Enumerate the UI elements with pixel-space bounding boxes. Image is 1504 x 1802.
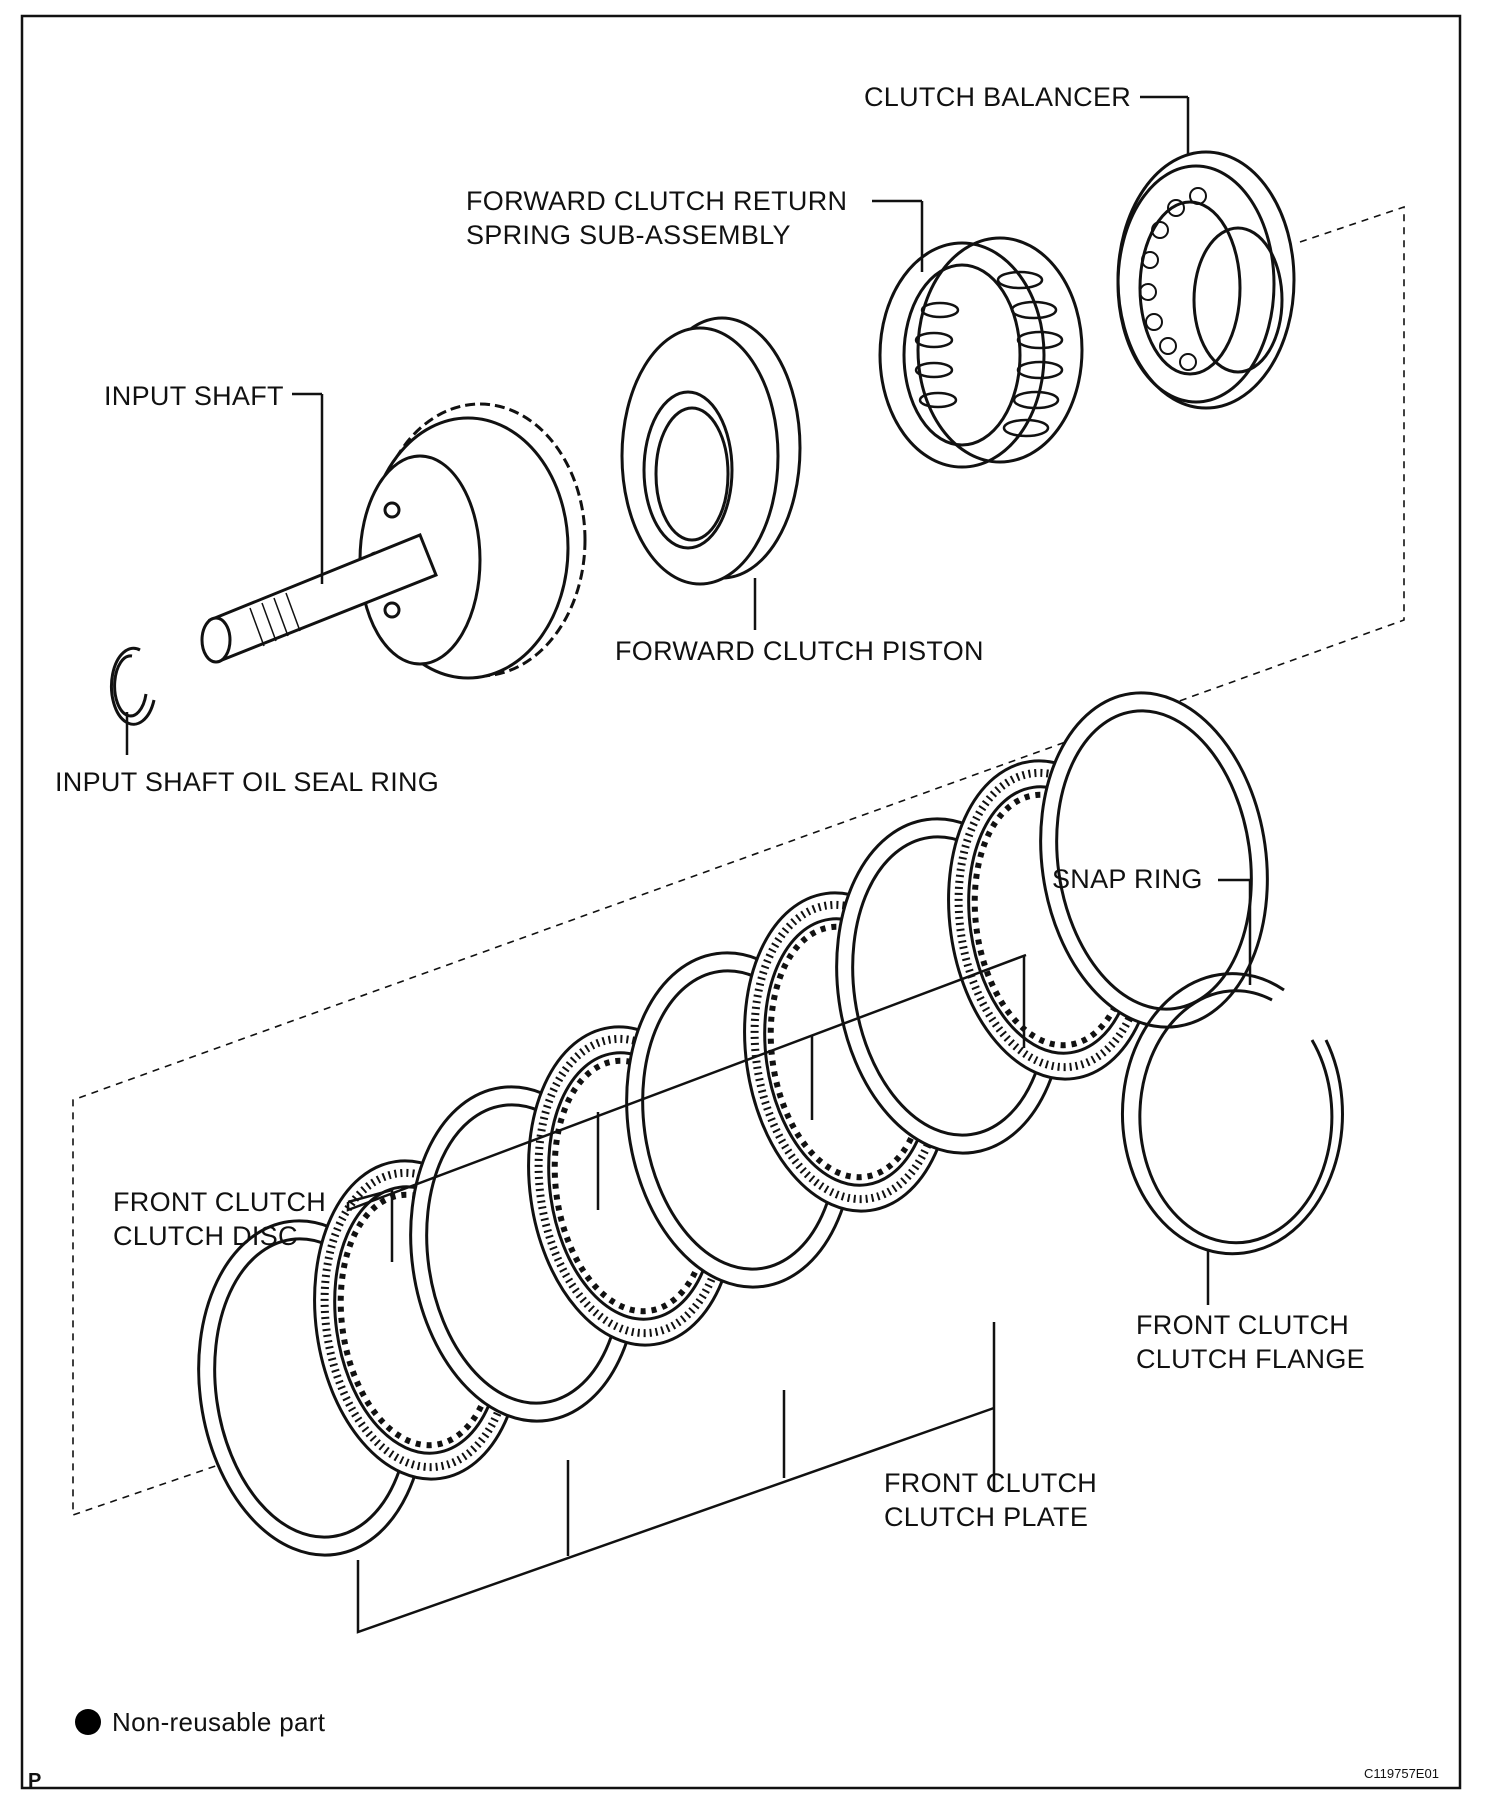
legend-text: Non-reusable part [112, 1707, 326, 1737]
oil-seal-ring-part [109, 646, 156, 726]
figure-code: C119757E01 [1364, 1766, 1439, 1781]
input-shaft-part [200, 402, 587, 680]
label-clutch-disc-line1: FRONT CLUTCH [113, 1187, 327, 1217]
label-clutch-flange-line2: CLUTCH FLANGE [1136, 1344, 1365, 1374]
corner-mark: P [28, 1770, 42, 1792]
return-spring-part [878, 236, 1084, 469]
diagram-border [20, 14, 1462, 1790]
label-clutch-plate-line1: FRONT CLUTCH [884, 1468, 1098, 1498]
non-reusable-dot-icon [75, 1709, 101, 1735]
label-clutch-flange-line1: FRONT CLUTCH [1136, 1310, 1350, 1340]
assembly-guide [72, 205, 1405, 1517]
label-clutch-balancer: CLUTCH BALANCER [864, 82, 1132, 112]
label-clutch-disc-line2: CLUTCH DISC [113, 1221, 298, 1251]
label-return-spring-line2: SPRING SUB-ASSEMBLY [466, 220, 791, 250]
label-clutch-plate-line2: CLUTCH PLATE [884, 1502, 1089, 1532]
label-oil-seal-ring: INPUT SHAFT OIL SEAL RING [55, 767, 440, 797]
clutch-balancer-part [1116, 150, 1296, 410]
plate-leader-lines [356, 1322, 996, 1634]
forward-clutch-piston-part [620, 316, 802, 586]
disc-leader-lines [346, 953, 1027, 1262]
label-return-spring-line1: FORWARD CLUTCH RETURN [466, 186, 848, 216]
snap-ring-part [1121, 972, 1344, 1256]
label-snap-ring: SNAP RING [1052, 864, 1203, 894]
label-forward-clutch-piston: FORWARD CLUTCH PISTON [615, 636, 984, 666]
label-input-shaft: INPUT SHAFT [104, 381, 284, 411]
